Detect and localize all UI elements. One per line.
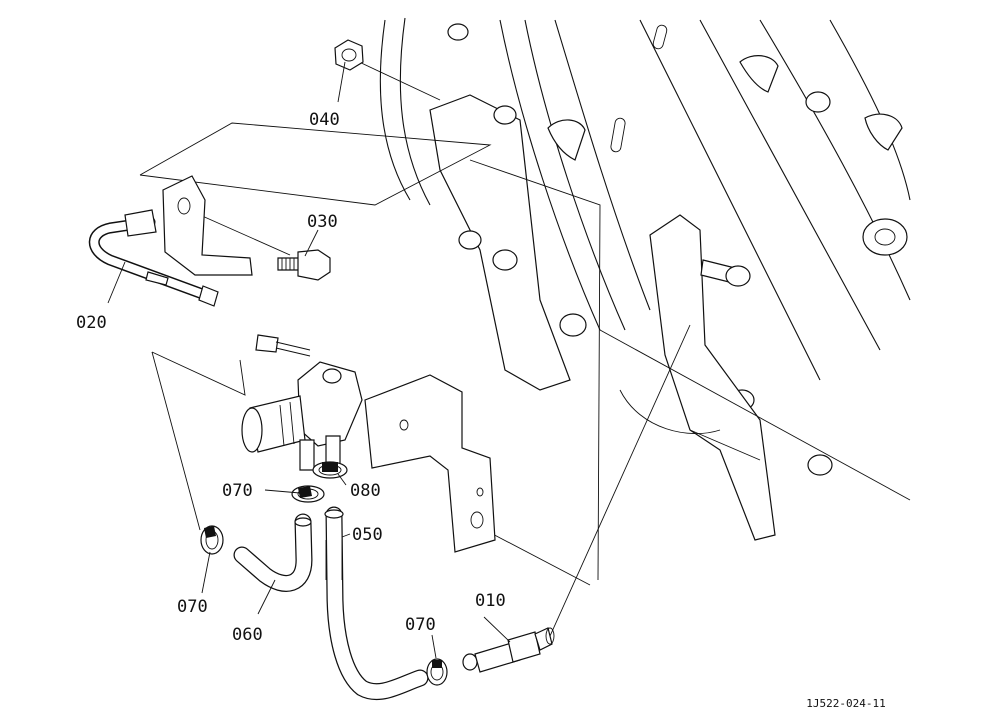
bent-pipe-020 [88,175,253,307]
assembly-guide-lines [139,59,691,637]
flange-bolts [447,23,908,476]
nut-040 [334,39,364,71]
label-070-lower: 070 [405,615,436,635]
sensor-valve-assembly [241,334,363,471]
label-070-upper: 070 [222,481,253,501]
engine-housing [379,17,911,581]
label-060: 060 [232,625,263,645]
callout-labels: 040 030 020 070 080 050 070 060 070 010 [76,110,506,645]
clamp-070-lower [426,658,448,686]
pipe-joint-010 [462,627,555,673]
label-010: 010 [475,591,506,611]
label-030: 030 [307,212,338,232]
clamp-070-left [200,525,224,555]
stud-bolt [700,259,751,287]
drawing-code: 1J522-024-11 [806,697,885,710]
label-050: 050 [352,525,383,545]
callout-leaders [107,61,511,659]
label-040: 040 [309,110,340,130]
mounting-bracket [364,374,496,553]
clamp-080 [312,461,348,479]
label-080: 080 [350,481,381,501]
hose-060 [233,513,313,592]
label-020: 020 [76,313,107,333]
bolt-030 [277,249,331,281]
hose-050 [324,506,429,701]
clamp-070-upper [291,485,325,503]
label-070-left: 070 [177,597,208,617]
